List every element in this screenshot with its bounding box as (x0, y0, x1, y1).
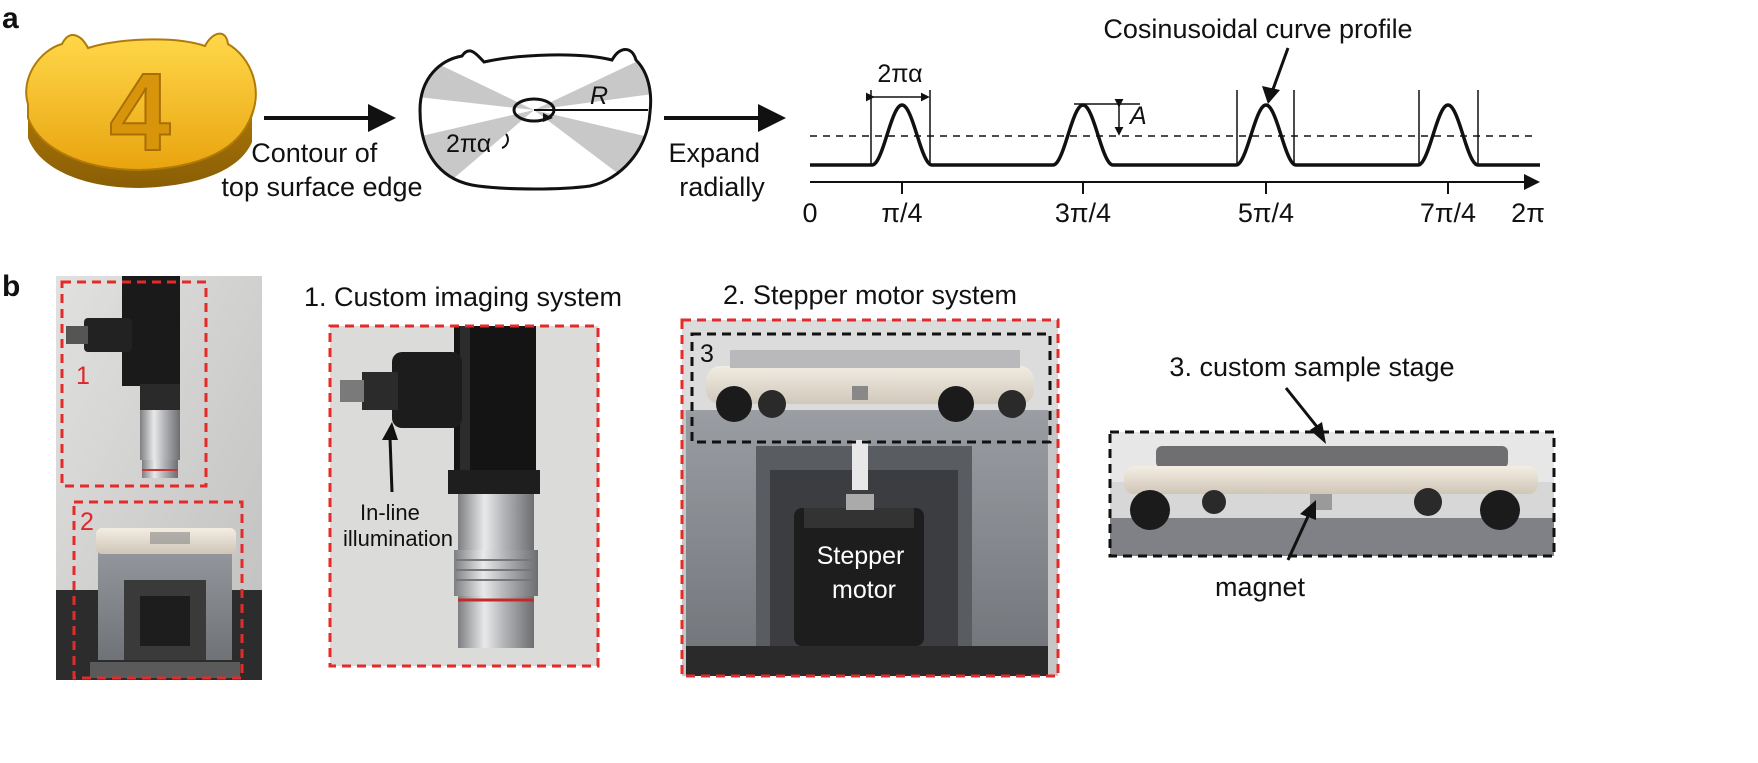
magnet-label: magnet (1215, 572, 1306, 602)
imaging-box (328, 324, 600, 668)
width-label: 2πα (877, 60, 922, 88)
tick-label: π/4 (881, 198, 922, 228)
arrow2-label: Expand radially (668, 138, 767, 202)
stepper-title: 2. Stepper motor system (723, 280, 1017, 310)
arrow1-label-line2: top surface edge (221, 172, 422, 202)
tick-label: 2π (1511, 198, 1545, 228)
overview-photo: 1 2 (56, 276, 262, 680)
overview-box-imaging (60, 280, 208, 488)
gray-sector (534, 60, 651, 110)
arrow2-label-line2: radially (679, 172, 765, 202)
overview-box-label-1: 1 (76, 362, 90, 390)
panel-a: a 4 Contour of top surface edge (2, 2, 1545, 228)
stage-title: 3. custom sample stage (1169, 352, 1454, 382)
logo-digit: 4 (109, 51, 170, 174)
motor-label: Stepper motor (817, 542, 912, 604)
arrow-contour (264, 104, 396, 132)
arrow1-label-line1: Contour of (251, 138, 378, 168)
imaging-title: 1. Custom imaging system (304, 282, 622, 312)
imaging-photo: In-line illumination (328, 324, 600, 668)
arrow1-label: Contour of top surface edge (221, 138, 422, 202)
tick-label: 0 (802, 198, 817, 228)
stepper-photo: 3 Stepper motor (680, 318, 1060, 678)
profile-plot: Cosinusoidal curve profile 0 π/4 3π/4 5π/4 7… (802, 14, 1544, 228)
arrow-expand (664, 104, 786, 132)
tick-label: 7π/4 (1420, 198, 1476, 228)
profile-title: Cosinusoidal curve profile (1103, 14, 1412, 44)
motor-label-line1: Stepper (817, 542, 905, 570)
stepper-inset-box (690, 332, 1052, 444)
imaging-annotation: In-line illumination (343, 500, 453, 551)
overview-box-label-2: 2 (80, 508, 94, 536)
angle-label: 2πα (446, 130, 491, 158)
stepper-box (680, 318, 1060, 678)
motor-label-line2: motor (832, 576, 896, 604)
arrow2-label-line1: Expand (668, 138, 760, 168)
panel-a-letter: a (2, 2, 19, 35)
overview-box-stepper (72, 500, 244, 680)
stage-photo: magnet (1108, 387, 1556, 602)
profile-curve (810, 103, 1540, 167)
gold-disk-illustration: 4 (25, 32, 257, 188)
amplitude-label: A (1128, 102, 1147, 130)
stepper-inset-label: 3 (700, 340, 714, 368)
panel-b-letter: b (2, 270, 20, 303)
stage-box (1108, 430, 1556, 558)
radius-label: R (590, 82, 608, 110)
imaging-annotation-line1: In-line (360, 500, 420, 525)
profile-ticks: 0 π/4 3π/4 5π/4 7π/4 2π (802, 182, 1545, 228)
imaging-annotation-line2: illumination (343, 526, 453, 551)
contour-diagram: R 2πα (418, 48, 653, 191)
panel-b: b 1 2 1. Custo (2, 270, 1556, 680)
tick-label: 3π/4 (1055, 198, 1111, 228)
tick-label: 5π/4 (1238, 198, 1294, 228)
